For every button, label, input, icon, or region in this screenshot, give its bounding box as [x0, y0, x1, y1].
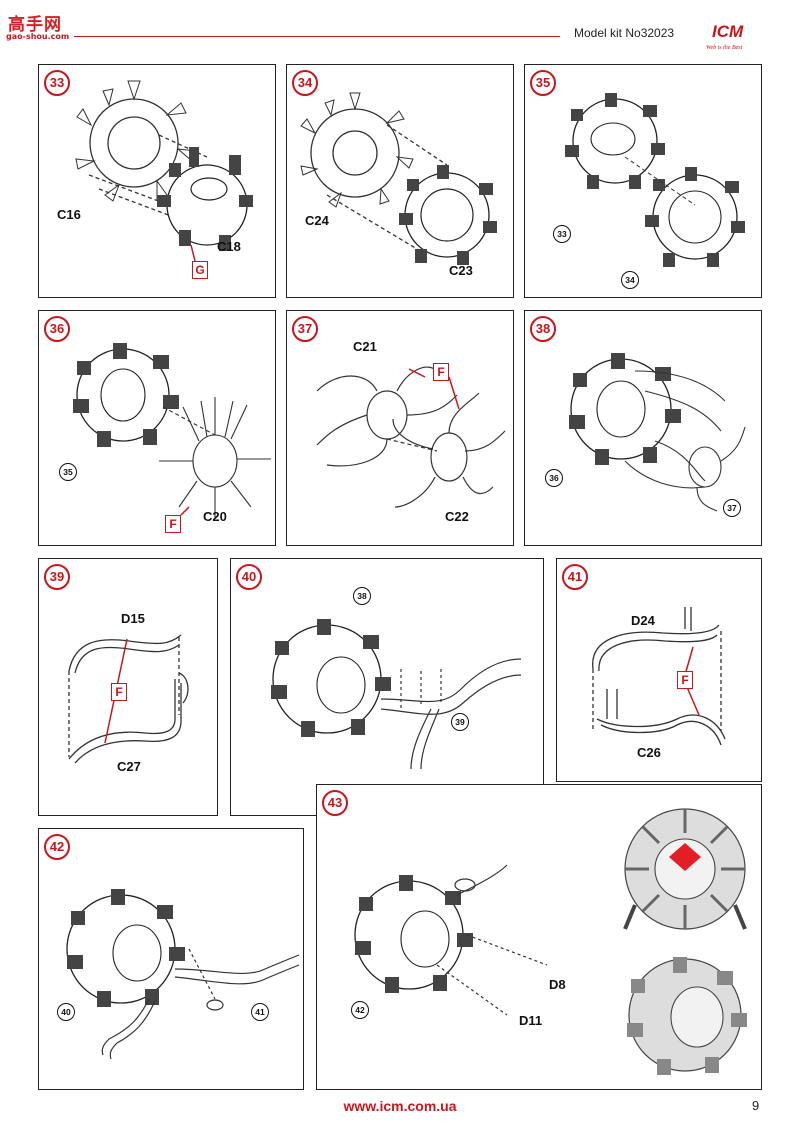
step-39-exhaust-drawing	[68, 634, 189, 764]
reference-step-39: 39	[451, 713, 469, 731]
part-label-c23: C23	[449, 263, 473, 278]
glue-callout-f: F	[165, 515, 181, 533]
glue-callout-f: F	[111, 683, 127, 701]
reference-step-41: 41	[251, 1003, 269, 1021]
step-40-engine-drawing	[271, 619, 522, 770]
reference-step-40: 40	[57, 1003, 75, 1021]
part-label-c18: C18	[217, 239, 241, 254]
step-43-engine-drawing	[354, 808, 747, 1075]
step-38-number: 38	[530, 316, 556, 342]
part-label-d24: D24	[631, 613, 655, 628]
step-38-panel: 38 36 37	[524, 310, 762, 546]
step-41-exhaust-drawing	[592, 607, 726, 746]
step-40-number: 40	[236, 564, 262, 590]
part-label-d15: D15	[121, 611, 145, 626]
reference-step-35: 35	[59, 463, 77, 481]
step-33-panel: 33 C16 C18 G	[38, 64, 276, 298]
part-label-c21: C21	[353, 339, 377, 354]
header-rule	[74, 36, 560, 37]
step-39-number: 39	[44, 564, 70, 590]
step-34-panel: 34 C24 C23	[286, 64, 514, 298]
step-42-engine-drawing	[66, 889, 300, 1060]
step-36-panel: 36 35 F C20	[38, 310, 276, 546]
watermark-chinese-text: 高手网	[8, 15, 62, 35]
reference-step-38: 38	[353, 587, 371, 605]
part-label-d11: D11	[519, 1013, 543, 1028]
part-label-c22: C22	[445, 509, 469, 524]
step-39-panel: 39 D15 F C27	[38, 558, 218, 816]
kit-number-label: Model kit No32023	[574, 26, 675, 40]
step-35-engine-drawing	[565, 93, 745, 267]
step-43-number: 43	[322, 790, 348, 816]
part-label-c24: C24	[305, 213, 329, 228]
page-number: 9	[752, 1098, 760, 1113]
step-43-panel: 43 42 D8 D11	[316, 784, 762, 1090]
part-label-c26: C26	[637, 745, 661, 760]
brand-name: ICM	[712, 22, 744, 41]
step-37-panel: 37 C21 F C22	[286, 310, 514, 546]
reference-step-42: 42	[351, 1001, 369, 1019]
footer-website-url: www.icm.com.ua	[343, 1098, 457, 1114]
step-41-number: 41	[562, 564, 588, 590]
part-label-c27: C27	[117, 759, 141, 774]
step-37-exhaust-drawing	[316, 366, 506, 508]
step-40-panel: 40 38 39	[230, 558, 544, 816]
step-36-number: 36	[44, 316, 70, 342]
step-36-engine-drawing	[73, 343, 271, 517]
step-41-panel: 41 D24 F C26	[556, 558, 762, 782]
reference-step-34: 34	[621, 271, 639, 289]
part-label-c20: C20	[203, 509, 227, 524]
step-33-number: 33	[44, 70, 70, 96]
part-label-d8: D8	[549, 977, 566, 992]
reference-step-36: 36	[545, 469, 563, 487]
glue-callout-g: G	[192, 261, 208, 279]
glue-callout-f: F	[433, 363, 449, 381]
step-42-panel: 42 40 41	[38, 828, 304, 1090]
watermark-logo: 高手网 gao-shou.com	[4, 4, 70, 44]
step-38-engine-drawing	[569, 353, 746, 512]
glue-callout-f: F	[677, 671, 693, 689]
watermark-url-text: gao-shou.com	[6, 32, 70, 41]
step-34-engine-drawing	[300, 92, 497, 265]
step-35-number: 35	[530, 70, 556, 96]
part-label-c16: C16	[57, 207, 81, 222]
step-37-number: 37	[292, 316, 318, 342]
step-33-engine-drawing	[75, 80, 253, 262]
brand-slogan: Web is the Best	[706, 45, 743, 51]
reference-step-37: 37	[723, 499, 741, 517]
step-42-number: 42	[44, 834, 70, 860]
icm-logo: ICM Web is the Best	[698, 20, 772, 56]
reference-step-33: 33	[553, 225, 571, 243]
step-34-number: 34	[292, 70, 318, 96]
step-35-panel: 35 33 34	[524, 64, 762, 298]
